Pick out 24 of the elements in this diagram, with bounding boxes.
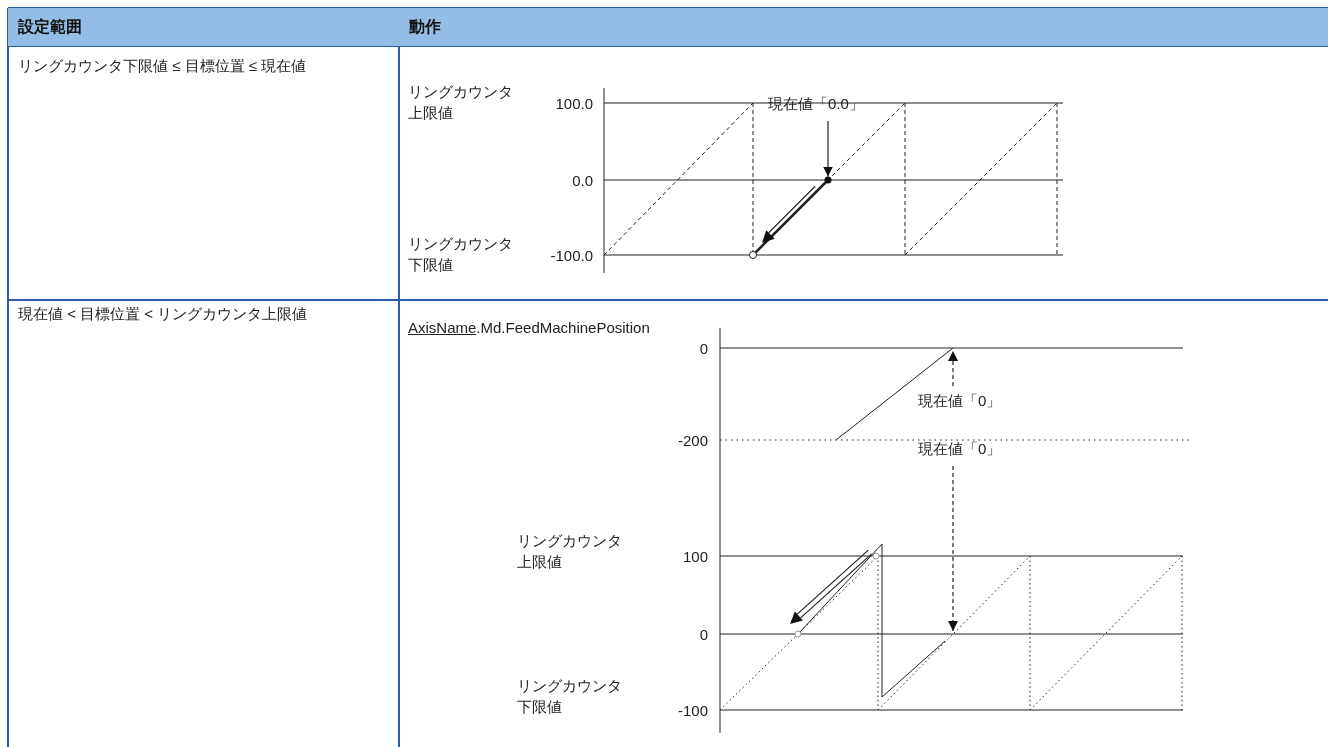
axis-label: リングカウンタ下限値 <box>408 234 513 275</box>
axis-tick-label: 0 <box>699 625 708 645</box>
axis-tick-label: 0 <box>699 339 708 359</box>
axis-tick-label: -100.0 <box>550 246 593 266</box>
axis-tick-label: -100 <box>677 701 708 721</box>
axis-label: リングカウンタ上限値 <box>408 82 513 123</box>
axis-tick-label: -200 <box>677 431 708 451</box>
leader-arrow <box>948 350 958 387</box>
callout-label: 現在値「0」 <box>918 390 1002 411</box>
column-header: 動作 <box>399 8 1328 46</box>
callout-label: 現在値「0.0」 <box>768 93 864 114</box>
axis-label: リングカウンタ下限値 <box>517 676 622 717</box>
axis-tick-label: 100 <box>682 547 708 567</box>
leader-arrow <box>948 465 958 632</box>
axis-tick-label: 100.0 <box>555 94 593 114</box>
callout-label: 現在値「0」 <box>918 438 1002 459</box>
point-marker <box>824 176 832 184</box>
leader-arrow <box>823 120 833 178</box>
axis-label: リングカウンタ上限値 <box>517 531 622 572</box>
column-header: 設定範囲 <box>8 8 399 46</box>
axis-tick-label: 0.0 <box>572 171 593 191</box>
table-cell-text: 現在値 < 目標位置 < リングカウンタ上限値 <box>18 304 308 324</box>
table-cell-text: リングカウンタ下限値 ≤ 目標位置 ≤ 現在値 <box>18 56 307 76</box>
axis-label: AxisName.Md.FeedMachinePosition <box>408 318 650 338</box>
